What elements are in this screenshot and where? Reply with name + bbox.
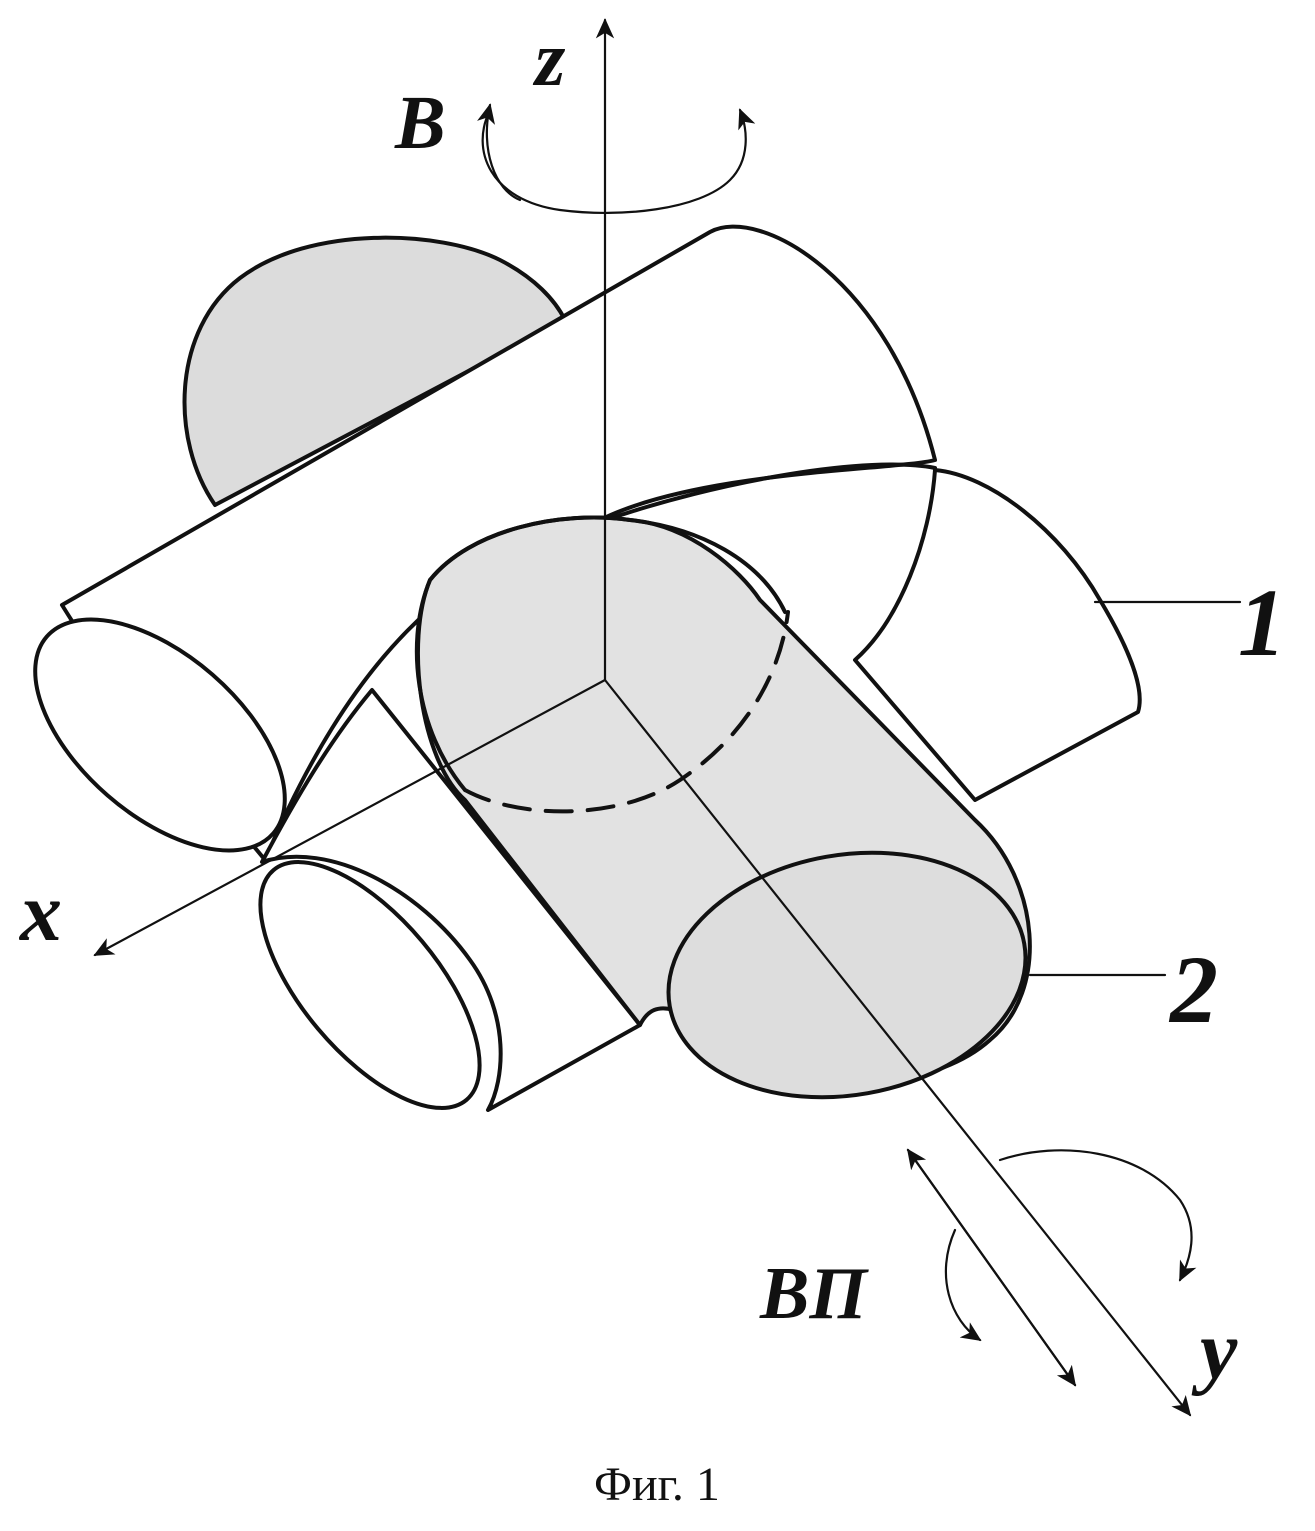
rotation-bp-arrow (906, 1148, 1197, 1387)
figure-caption: Фиг. 1 (594, 1458, 720, 1511)
part-1-label: 1 (1238, 569, 1286, 676)
z-axis-label: z (532, 15, 566, 102)
cylinder-1-right-lobe (598, 462, 1142, 802)
cylinder-1-rear-end (182, 235, 567, 507)
x-axis-line (93, 678, 607, 957)
cylinder-1-lower-lobe (258, 688, 642, 1112)
rotation-b-arrow (477, 103, 756, 214)
rotation-bp-label: ВП (759, 1253, 869, 1335)
x-axis-label: x (18, 866, 62, 959)
y-axis-label: y (1191, 1304, 1238, 1397)
y-axis-line (603, 678, 1192, 1417)
part-2-label: 2 (1168, 936, 1218, 1043)
rotation-b-label: B (394, 81, 446, 165)
axes (93, 18, 1192, 1417)
cylinder-2-body (414, 515, 1032, 1100)
